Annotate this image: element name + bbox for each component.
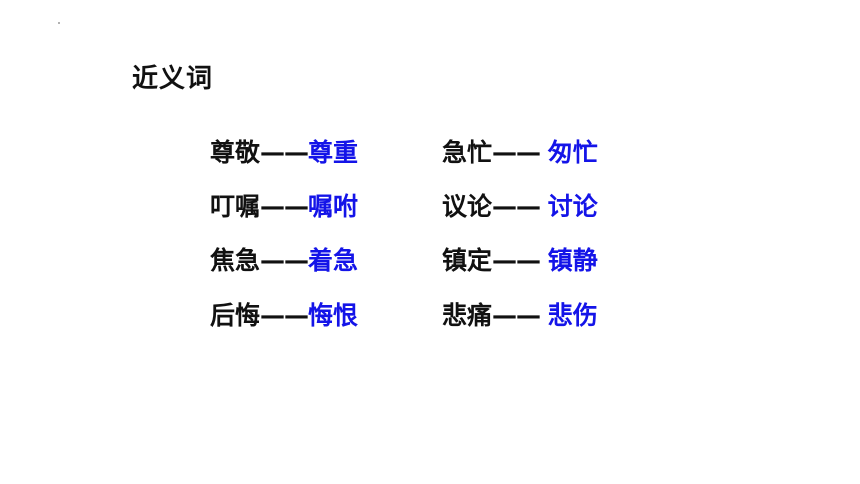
dash: —— <box>260 301 309 330</box>
synonym: 尊重 <box>308 138 359 167</box>
synonym-pair: 叮嘱——嘱咐 <box>210 187 358 227</box>
dash: —— <box>492 301 548 330</box>
synonym-pair: 尊敬——尊重 <box>210 133 358 173</box>
dash: —— <box>492 246 548 275</box>
synonym: 嘱咐 <box>308 192 359 221</box>
word: 尊敬 <box>210 138 261 167</box>
synonym-row: 焦急——着急 镇定—— 镇静 <box>210 241 640 281</box>
synonym: 镇静 <box>547 246 598 275</box>
word: 议论 <box>442 192 493 221</box>
corner-dot <box>58 22 60 24</box>
dash: —— <box>492 192 548 221</box>
synonym-pair: 后悔——悔恨 <box>210 296 358 336</box>
word: 后悔 <box>210 301 261 330</box>
word: 叮嘱 <box>210 192 261 221</box>
word: 镇定 <box>442 246 493 275</box>
dash: —— <box>492 138 548 167</box>
synonym-pair: 悲痛—— 悲伤 <box>442 296 598 336</box>
synonym-pair: 焦急——着急 <box>210 241 358 281</box>
synonym: 匆忙 <box>547 138 598 167</box>
dash: —— <box>260 246 309 275</box>
synonym: 讨论 <box>547 192 598 221</box>
synonym: 着急 <box>308 246 359 275</box>
synonym-row: 叮嘱——嘱咐 议论—— 讨论 <box>210 187 640 227</box>
word: 急忙 <box>442 138 493 167</box>
synonym-grid: 尊敬——尊重 急忙—— 匆忙 叮嘱——嘱咐 议论—— 讨论 焦急——着急 镇定—… <box>210 133 640 353</box>
synonym: 悲伤 <box>547 301 598 330</box>
synonym-pair: 急忙—— 匆忙 <box>442 133 598 173</box>
synonym: 悔恨 <box>308 301 359 330</box>
page-title: 近义词 <box>132 64 214 94</box>
synonym-pair: 镇定—— 镇静 <box>442 241 598 281</box>
word: 焦急 <box>210 246 261 275</box>
synonym-pair: 议论—— 讨论 <box>442 187 598 227</box>
synonym-row: 尊敬——尊重 急忙—— 匆忙 <box>210 133 640 173</box>
word: 悲痛 <box>442 301 493 330</box>
dash: —— <box>260 138 309 167</box>
dash: —— <box>260 192 309 221</box>
synonym-row: 后悔——悔恨 悲痛—— 悲伤 <box>210 296 640 336</box>
